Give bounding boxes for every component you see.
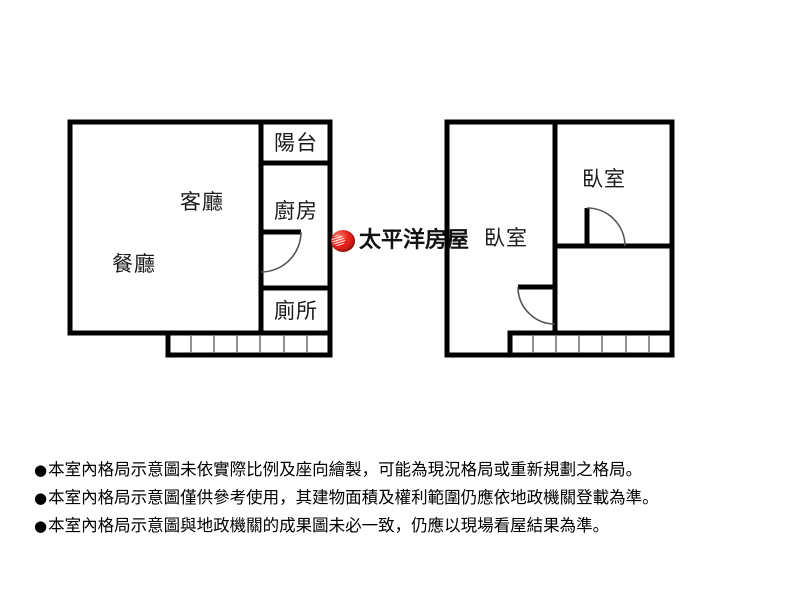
- bullet-icon: ●: [34, 488, 48, 507]
- disclaimer-text: 本室內格局示意圖與地政機關的成果圖未必一致，仍應以現場看屋結果為準。: [48, 515, 610, 535]
- room-label-bedroom-2: 臥室: [484, 226, 528, 250]
- bedroom-1-door: [584, 207, 626, 247]
- upper-floor-plan: 臥室 臥室: [444, 119, 675, 358]
- disclaimer-line: ● 本室內格局示意圖僅供參考使用，其建物面積及權利範圍仍應依地政機關登載為準。: [34, 486, 774, 510]
- room-label-dining: 餐廳: [112, 252, 156, 276]
- room-label-bedroom-1: 臥室: [582, 167, 626, 191]
- room-label-living: 客廳: [180, 190, 224, 214]
- bedroom-2-door-swing-arc: [517, 286, 556, 325]
- disclaimer-notes: ● 本室內格局示意圖未依實際比例及座向繪製，可能為現況格局或重新規劃之格局。 ●…: [34, 458, 774, 542]
- brand-name: 太平洋房屋: [359, 228, 470, 253]
- disclaimer-text: 本室內格局示意圖僅供參考使用，其建物面積及權利範圍仍應依地政機關登載為準。: [48, 487, 659, 507]
- upper-floor-outer-wall: [444, 119, 675, 358]
- bullet-icon: ●: [34, 516, 48, 535]
- lower-floor-plan: 客廳 餐廳 陽台 廚房 廁所: [67, 119, 333, 358]
- bullet-icon: ●: [34, 461, 48, 479]
- bedroom-1-door-swing-arc: [586, 207, 626, 247]
- room-label-toilet: 廁所: [274, 299, 318, 323]
- upper-floor-staircase: [507, 330, 675, 358]
- disclaimer-line: ● 本室內格局示意圖與地政機關的成果圖未必一致，仍應以現場看屋結果為準。: [34, 514, 774, 538]
- room-label-balcony: 陽台: [274, 131, 318, 155]
- pacific-housing-globe-icon: [331, 230, 355, 252]
- kitchen-door-swing-arc: [260, 231, 302, 273]
- disclaimer-text: 本室內格局示意圖未依實際比例及座向繪製，可能為現況格局或重新規劃之格局。: [48, 460, 643, 479]
- lower-floor-staircase: [165, 330, 333, 358]
- room-label-kitchen: 廚房: [274, 199, 318, 223]
- kitchen-door: [260, 229, 302, 273]
- brand-watermark: 太平洋房屋: [331, 230, 469, 252]
- disclaimer-line: ● 本室內格局示意圖未依實際比例及座向繪製，可能為現況格局或重新規劃之格局。: [34, 458, 774, 482]
- bedroom-2-door: [517, 284, 556, 325]
